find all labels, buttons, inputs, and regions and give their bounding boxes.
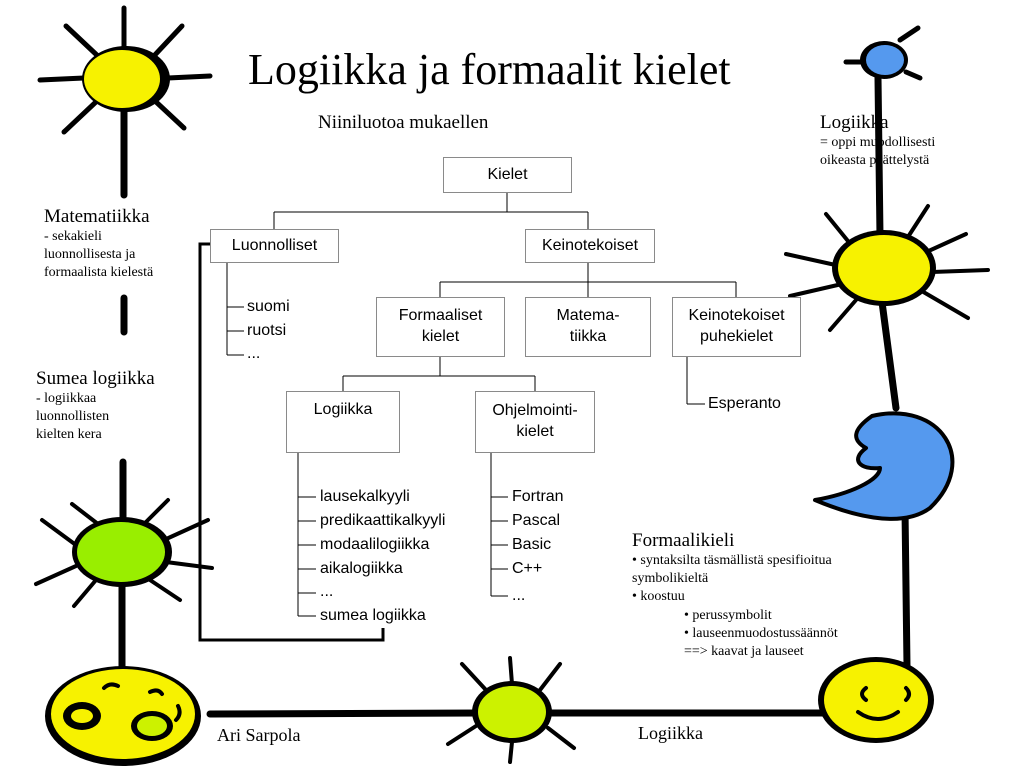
note-sub-line: • lauseenmuodostussäännöt — [684, 625, 838, 641]
note-sub-line: ==> kaavat ja lauseet — [684, 643, 804, 659]
node-logiikka: Logiikka — [286, 391, 400, 453]
list-item-programming: Basic — [512, 536, 552, 553]
note-line: • koostuu — [632, 589, 685, 605]
list-item-natural: ... — [247, 345, 261, 362]
author-label: Ari Sarpola — [217, 725, 301, 745]
page-title: Logiikka ja formaalit kielet — [248, 45, 731, 94]
list-item-natural: ruotsi — [247, 322, 287, 339]
note-line: oikeasta päättelystä — [820, 153, 930, 169]
note-matematiikka: Matematiikka - sekakieli luonnollisesta … — [44, 206, 153, 283]
note-line: formaalista kielestä — [44, 265, 154, 281]
list-item-logic: sumea logiikka — [320, 607, 426, 624]
sun-bottom-center-icon — [446, 656, 576, 764]
fuzzy-link-bracket — [198, 242, 385, 642]
node-matematiikka: Matema- tiikka — [525, 297, 651, 357]
note-heading: Matematiikka — [44, 206, 150, 227]
note-line: luonnollisesta ja — [44, 247, 136, 263]
sun-right-icon — [784, 194, 990, 332]
note-heading: Sumea logiikka — [36, 368, 155, 389]
node-luonnolliset: Luonnolliset — [210, 229, 339, 263]
list-item-programming: Fortran — [512, 488, 564, 505]
list-item-natural: suomi — [247, 298, 290, 315]
list-item-logic: ... — [320, 583, 334, 600]
list-item-programming: Pascal — [512, 512, 561, 529]
face-planet-right-icon — [818, 657, 934, 743]
note-heading: Formaalikieli — [632, 530, 735, 551]
note-line: - sekakieli — [44, 229, 102, 244]
face-planet-left-icon — [45, 666, 201, 766]
list-item-programming: ... — [512, 587, 526, 604]
note-line: = oppi muodollisesti — [820, 135, 936, 150]
green-sun-icon — [34, 498, 214, 608]
page-subtitle: Niiniluotoa mukaellen — [318, 112, 489, 133]
list-item-logic: lausekalkyyli — [320, 488, 410, 505]
node-formaaliset-kielet: Formaaliset kielet — [376, 297, 505, 357]
note-line: • syntaksilta täsmällistä spesifioitua — [632, 553, 832, 568]
note-formaalikieli: Formaalikieli • syntaksilta täsmällistä … — [632, 530, 838, 661]
crescent-moon-icon — [813, 411, 955, 521]
note-sub-line: • perussymbolit — [684, 607, 772, 623]
note-line: luonnollisten — [36, 409, 110, 425]
note-logiikka: Logiikka = oppi muodollisesti oikeasta p… — [820, 112, 935, 170]
list-item-spoken: Esperanto — [708, 395, 781, 412]
bottom-logiikka-label: Logiikka — [638, 723, 703, 743]
list-item-logic: modaalilogiikka — [320, 536, 430, 553]
note-line: kielten kera — [36, 427, 102, 443]
note-sumea-logiikka: Sumea logiikka - logiikkaa luonnollisten… — [36, 368, 155, 445]
list-item-programming: C++ — [512, 560, 543, 577]
note-line: - logiikkaa — [36, 391, 97, 406]
note-line: symbolikieltä — [632, 571, 709, 587]
node-keinotekoiset: Keinotekoiset — [525, 229, 655, 263]
node-keinotekoiset-puhekielet: Keinotekoiset puhekielet — [672, 297, 801, 357]
list-item-logic: aikalogiikka — [320, 560, 403, 577]
node-ohjelmointikielet: Ohjelmointi- kielet — [475, 391, 595, 453]
list-item-logic: predikaattikalkyyli — [320, 512, 446, 529]
blue-planet-icon — [843, 25, 923, 81]
sun-top-left-icon — [37, 5, 213, 135]
note-heading: Logiikka — [820, 112, 889, 133]
node-kielet: Kielet — [443, 157, 572, 193]
connector-lines — [118, 74, 911, 718]
